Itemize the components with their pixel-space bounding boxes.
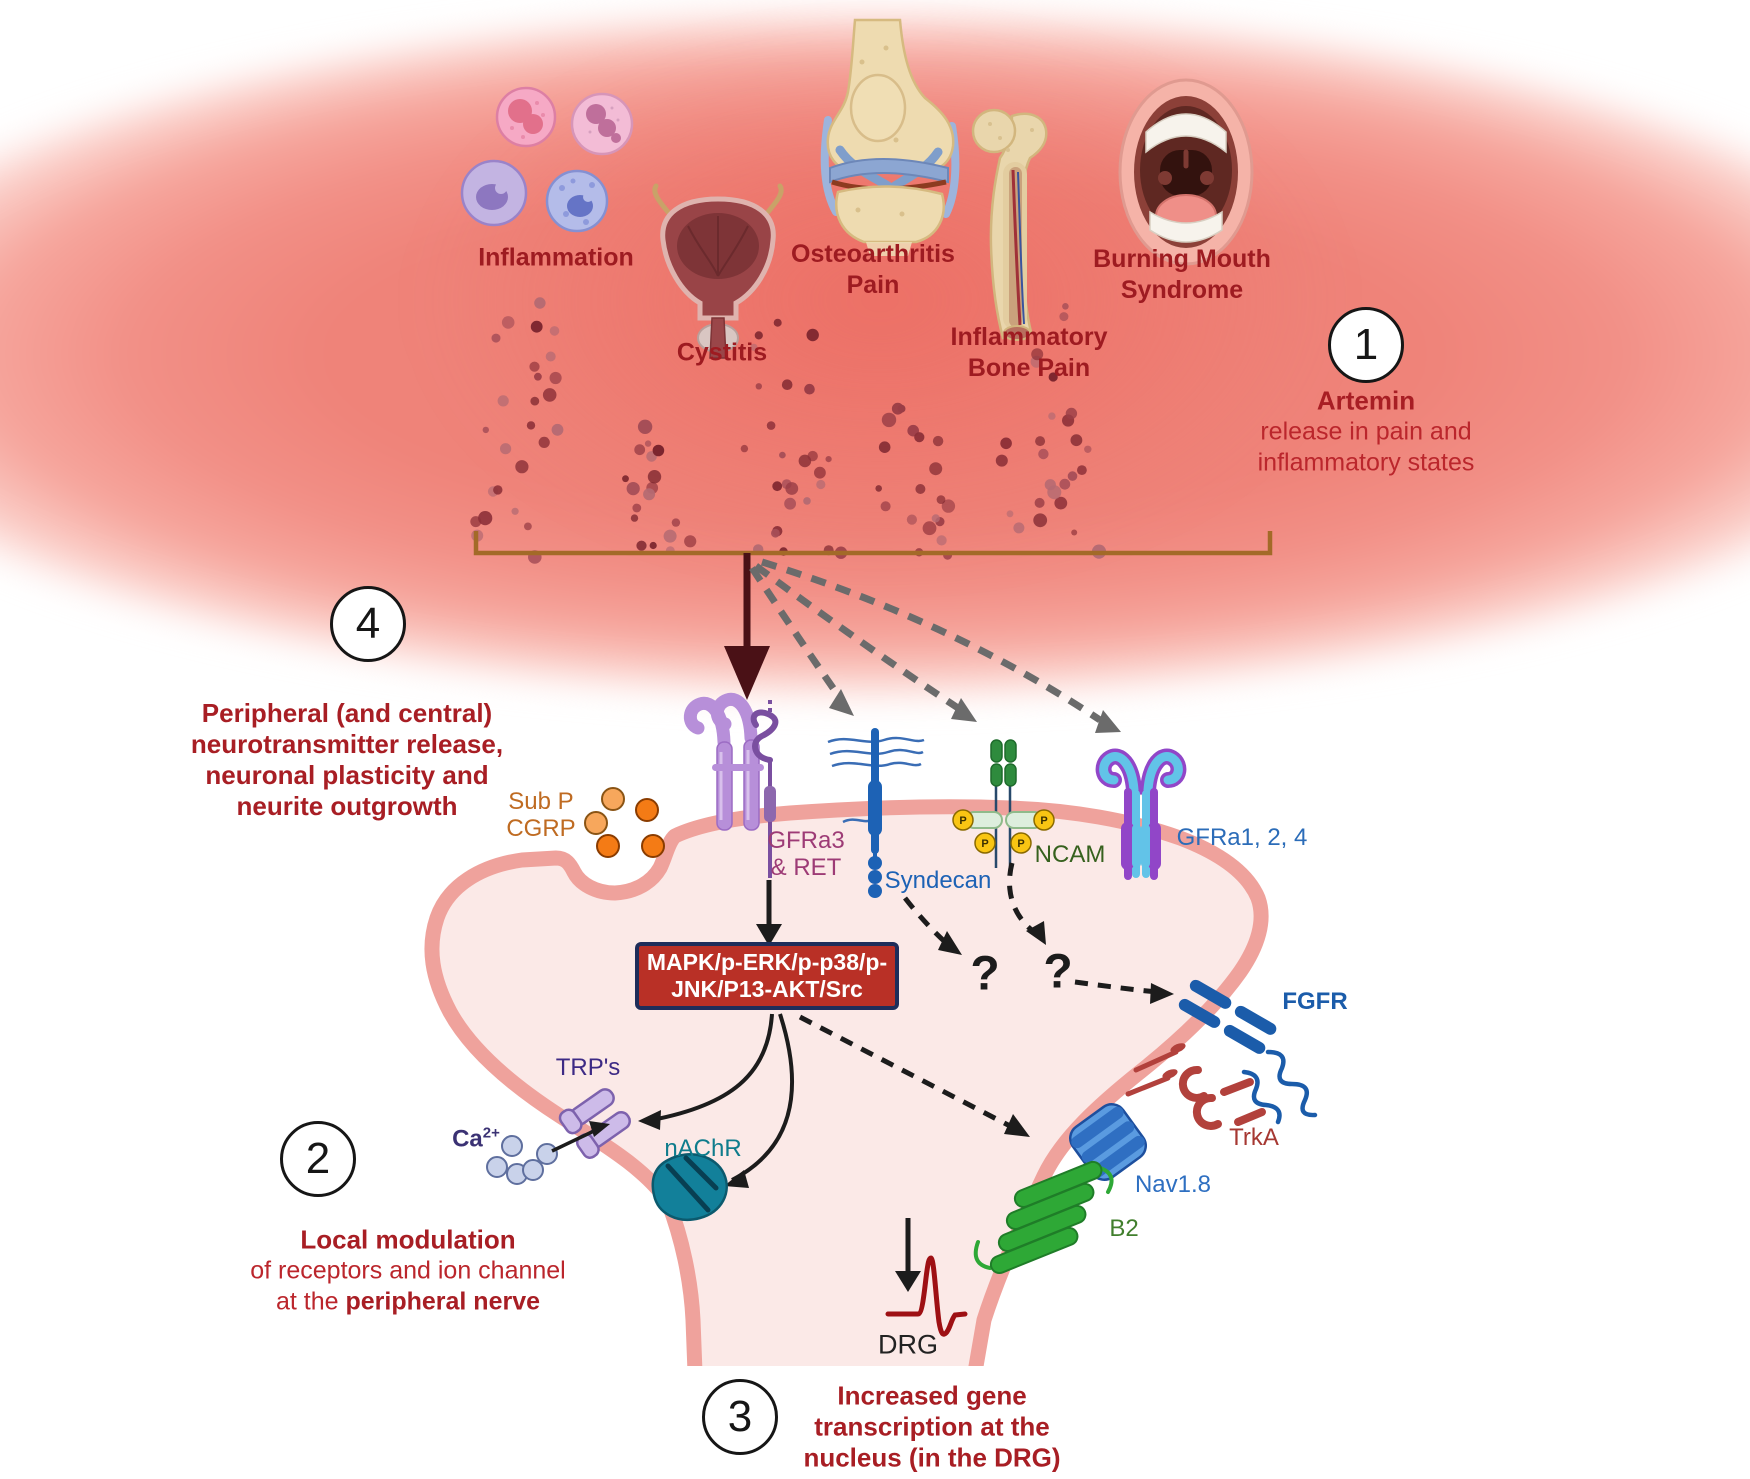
drg-label: DRG xyxy=(878,1329,938,1360)
question-mark-2: ? xyxy=(1043,945,1073,999)
step-2-caption: Local modulation of receptors and ion ch… xyxy=(250,1224,566,1316)
b2-receptor xyxy=(973,1160,1114,1275)
calcium-influx-arrow xyxy=(551,1121,610,1153)
gfra3-ret-label: GFRa3 & RET xyxy=(767,827,845,881)
nav18-channel xyxy=(1069,1103,1147,1181)
condition-label-inflammation: Inflammation xyxy=(478,243,634,272)
condition-label-inflammatory-bone-pain: Inflammatory Bone Pain xyxy=(950,323,1108,382)
condition-label-burning-mouth: Burning Mouth Syndrome xyxy=(1093,245,1271,304)
step-4-badge: 4 xyxy=(330,586,406,662)
cystitis-bladder-illustration xyxy=(652,183,784,359)
trp-channel xyxy=(558,1088,631,1159)
gfra3-to-box-arrow xyxy=(756,880,782,946)
nav18-label: Nav1.8 xyxy=(1134,1171,1212,1198)
calcium-label: Ca2+ xyxy=(452,1124,500,1153)
bottom-cut xyxy=(0,1366,1750,1479)
mapk-signaling-box xyxy=(635,942,899,1010)
condition-label-cystitis: Cystitis xyxy=(676,338,768,367)
fgfr-receptor xyxy=(1178,979,1318,1125)
neuropeptide-label: Sub P CGRP xyxy=(506,788,576,842)
step-1-badge: 1 xyxy=(1328,307,1404,383)
artemin-diffusion-arrowheads xyxy=(829,689,1121,733)
calcium-ions xyxy=(486,1135,558,1185)
inflammatory-bone-illustration xyxy=(971,108,1048,341)
neuropeptide-vesicle-dots xyxy=(584,787,665,858)
artemin-diffusion-arrows xyxy=(749,558,1102,723)
box-output-arrows xyxy=(651,1013,794,1182)
step-2-badge: 2 xyxy=(280,1121,356,1197)
artemin-release-arrow xyxy=(724,553,770,700)
phospho-label: P xyxy=(1040,815,1047,827)
trka-receptor xyxy=(1125,1043,1266,1130)
action-potential-trace xyxy=(885,1255,968,1337)
step-4-caption: Peripheral (and central) neurotransmitte… xyxy=(190,698,504,821)
syndecan-receptor xyxy=(827,728,925,898)
inflammation-cells-illustration xyxy=(460,86,634,233)
trka-label: TrkA xyxy=(1229,1124,1279,1151)
ncam-receptor: P P P P xyxy=(952,739,1055,868)
phospho-label: P xyxy=(959,815,966,827)
bracket xyxy=(473,531,1273,556)
trps-label: TRP's xyxy=(555,1054,621,1081)
burning-mouth-illustration xyxy=(1118,78,1254,266)
dashed-arrowheads xyxy=(938,921,1174,1137)
mapk-box-text: MAPK/p-ERK/p-p38/p- JNK/P13-AKT/Src xyxy=(646,949,888,1002)
nachr-receptor xyxy=(651,1153,728,1221)
osteoarthritis-knee-illustration xyxy=(820,18,960,256)
step-3-caption: Increased gene transcription at the nucl… xyxy=(803,1380,1061,1473)
gfra124-receptor xyxy=(1095,748,1187,880)
question-mark-1: ? xyxy=(970,947,1000,1001)
drg-arrow xyxy=(895,1218,921,1292)
syndecan-label: Syndecan xyxy=(884,867,992,894)
gfra124-label: GFRa1, 2, 4 xyxy=(1176,824,1308,851)
fgfr-label: FGFR xyxy=(1282,988,1348,1015)
arrowhead-to-trps xyxy=(638,1110,661,1130)
nachr-label: nAChR xyxy=(664,1135,742,1162)
step-1-caption: Artemin release in pain and inflammatory… xyxy=(1257,385,1475,477)
ncam-label: NCAM xyxy=(1034,841,1106,868)
arrowhead-to-nachr xyxy=(724,1170,749,1188)
phospho-label: P xyxy=(981,838,988,850)
gfra3-ret-receptor xyxy=(683,692,779,878)
condition-label-osteoarthritis: Osteoarthritis Pain xyxy=(791,240,955,299)
step-3-badge: 3 xyxy=(702,1379,778,1455)
b2-label: B2 xyxy=(1109,1215,1139,1242)
phospho-label: P xyxy=(1017,838,1024,850)
